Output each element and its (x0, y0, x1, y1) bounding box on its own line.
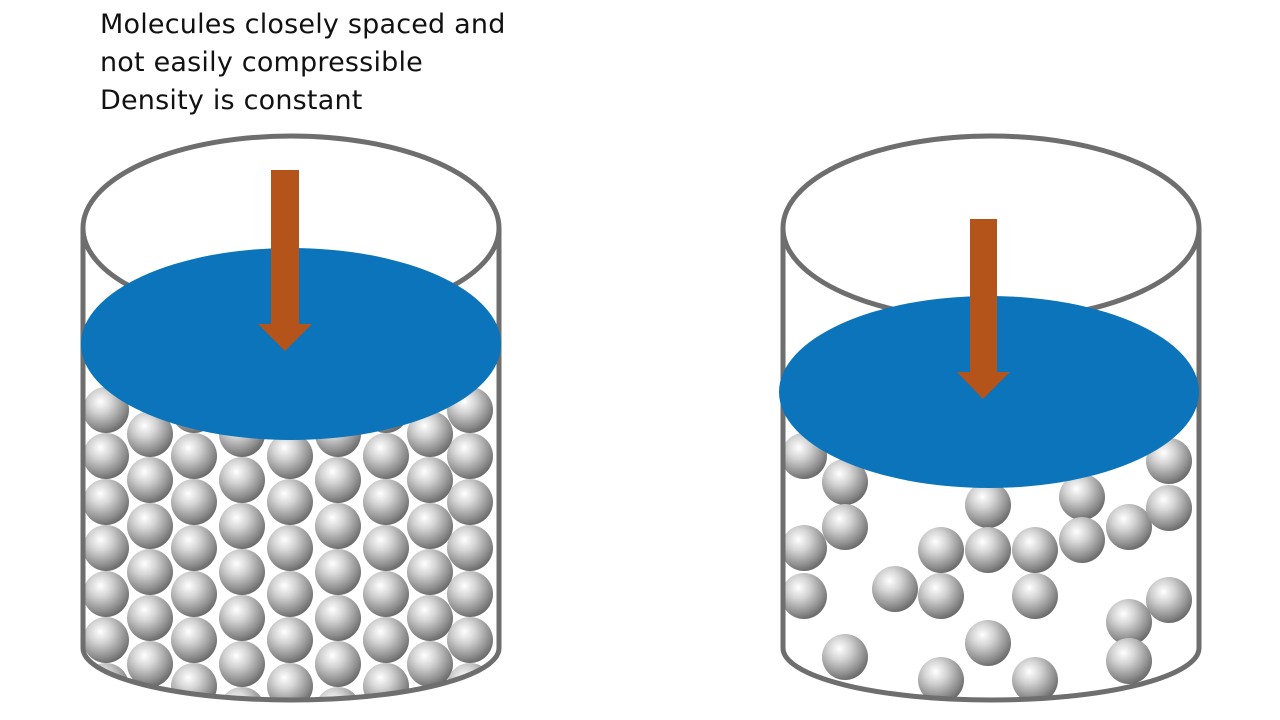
molecule (363, 663, 409, 700)
molecule (363, 433, 409, 479)
molecule (127, 641, 173, 687)
molecule (1012, 573, 1058, 619)
molecule (83, 433, 129, 479)
molecule (1059, 474, 1105, 520)
liquid-caption: Molecules closely spaced and not easily … (100, 6, 620, 120)
molecule (407, 411, 453, 457)
molecule (83, 571, 129, 617)
molecule (219, 595, 265, 641)
molecule (872, 566, 918, 612)
molecule (171, 479, 217, 525)
gas-arrow-head (957, 372, 1010, 399)
gas-container-body (780, 228, 1202, 703)
caption-line-2: not easily compressible (100, 47, 423, 78)
molecule (315, 595, 361, 641)
molecule (407, 595, 453, 641)
molecule (83, 479, 129, 525)
molecule (918, 657, 964, 700)
molecule (407, 641, 453, 687)
molecule (822, 504, 868, 550)
molecule (363, 617, 409, 663)
molecule (1059, 517, 1105, 563)
molecule (315, 687, 361, 700)
caption-line-1: Molecules closely spaced and (100, 9, 506, 40)
molecule (267, 571, 313, 617)
molecule (267, 525, 313, 571)
molecule (1106, 638, 1152, 684)
molecule (918, 527, 964, 573)
liquid-arrow-head (258, 324, 312, 351)
molecule (315, 549, 361, 595)
molecule (447, 663, 493, 700)
molecule (127, 549, 173, 595)
molecule (1012, 657, 1058, 700)
molecule (219, 549, 265, 595)
molecule (315, 641, 361, 687)
molecule (171, 571, 217, 617)
molecule (219, 457, 265, 503)
molecule (447, 433, 493, 479)
molecule (447, 525, 493, 571)
liquid-container-body (80, 228, 502, 703)
molecule (171, 617, 217, 663)
molecule (822, 459, 868, 505)
molecule (171, 525, 217, 571)
gas-container (779, 133, 1202, 703)
molecule (83, 387, 129, 433)
liquid-container (80, 133, 502, 703)
molecule (219, 503, 265, 549)
caption-line-3: Density is constant (100, 85, 363, 116)
molecule (783, 525, 827, 571)
gas-arrow-shaft (970, 219, 997, 376)
molecule (267, 617, 313, 663)
molecule (1106, 599, 1152, 645)
molecule (822, 634, 868, 680)
liquid-arrow (258, 170, 312, 351)
molecule (965, 527, 1011, 573)
molecule (407, 549, 453, 595)
molecule (965, 482, 1011, 528)
molecule (363, 571, 409, 617)
molecule (219, 687, 265, 700)
molecule (83, 617, 129, 663)
molecule (267, 433, 313, 479)
molecule (363, 525, 409, 571)
molecule (447, 479, 493, 525)
molecule (407, 503, 453, 549)
molecule (447, 617, 493, 663)
molecule (783, 573, 827, 619)
molecule (918, 573, 964, 619)
molecule (267, 479, 313, 525)
molecule (1146, 438, 1192, 484)
molecule (363, 479, 409, 525)
molecule (83, 525, 129, 571)
molecule (1106, 504, 1152, 550)
liquid-arrow-shaft (271, 170, 299, 328)
molecule (447, 571, 493, 617)
molecule (407, 457, 453, 503)
molecule (127, 503, 173, 549)
molecule (315, 457, 361, 503)
molecule (171, 663, 217, 700)
molecule (1146, 485, 1192, 531)
molecule (127, 457, 173, 503)
molecule (315, 503, 361, 549)
molecule (171, 433, 217, 479)
molecule (1146, 577, 1192, 623)
molecule (127, 595, 173, 641)
molecule (219, 641, 265, 687)
molecule (1012, 527, 1058, 573)
gas-arrow (957, 219, 1010, 399)
molecule (965, 620, 1011, 666)
gas-molecules (783, 433, 1192, 700)
molecule (127, 411, 173, 457)
